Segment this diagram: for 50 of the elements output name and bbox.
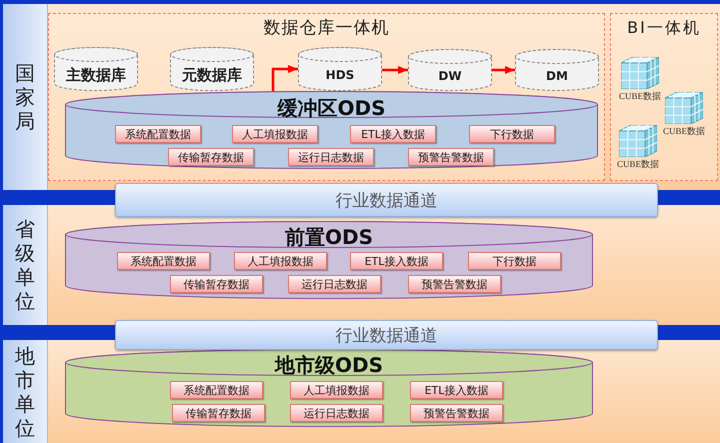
data-item-box: ETL接入数据 <box>350 125 436 143</box>
data-item-box: 传输暂存数据 <box>168 148 254 166</box>
group-title: 数据仓库一体机 <box>264 17 390 39</box>
group-box <box>610 13 718 181</box>
cube-icon <box>665 92 703 124</box>
ods-title: 前置ODS <box>285 226 373 248</box>
icon-caption: CUBE数据 <box>619 91 661 101</box>
data-item-box: 运行日志数据 <box>288 148 374 166</box>
icon-caption: CUBE数据 <box>617 159 659 169</box>
data-item-box: 下行数据 <box>469 125 555 143</box>
group-box <box>48 13 605 181</box>
channel-bar: 行业数据通道 <box>115 320 658 350</box>
data-item-box: 系统配置数据 <box>170 381 263 399</box>
data-item-box: ETL接入数据 <box>410 381 503 399</box>
ods-cylinder <box>65 91 598 169</box>
ods-title: 缓冲区ODS <box>278 97 386 119</box>
database-cylinder: DM <box>515 49 599 91</box>
ods-title: 地市级ODS <box>275 354 383 376</box>
layer-label: 国家局 <box>15 61 35 133</box>
database-cylinder: 主数据库 <box>54 47 138 91</box>
icon-caption: CUBE数据 <box>663 126 705 136</box>
data-item-box: 下行数据 <box>468 252 561 270</box>
data-item-box: 预警告警数据 <box>410 404 503 422</box>
data-item-box: 运行日志数据 <box>288 275 381 293</box>
data-item-box: 人工填报数据 <box>290 381 383 399</box>
database-cylinder: HDS <box>298 47 382 91</box>
layer-label: 省级单位 <box>15 217 35 313</box>
data-item-box: 人工填报数据 <box>234 252 327 270</box>
layer-label: 地市单位 <box>15 344 35 440</box>
data-item-box: ETL接入数据 <box>350 252 443 270</box>
layer-band <box>3 4 720 190</box>
ods-cylinder <box>65 349 593 427</box>
arrow <box>272 65 298 92</box>
data-item-box: 系统配置数据 <box>117 252 210 270</box>
data-item-box: 人工填报数据 <box>232 125 318 143</box>
data-item-box: 预警告警数据 <box>408 275 501 293</box>
database-cylinder: DW <box>408 49 492 91</box>
cube-icon <box>621 57 659 89</box>
arrow <box>382 66 408 74</box>
database-cylinder: 元数据库 <box>170 47 254 91</box>
arrow <box>492 66 515 74</box>
data-item-box: 运行日志数据 <box>290 404 383 422</box>
group-title: BI一体机 <box>627 17 701 39</box>
data-item-box: 预警告警数据 <box>408 148 494 166</box>
data-item-box: 系统配置数据 <box>115 125 201 143</box>
channel-bar: 行业数据通道 <box>115 183 658 217</box>
data-item-box: 传输暂存数据 <box>170 275 263 293</box>
ods-cylinder <box>65 221 593 299</box>
cube-icon <box>619 125 657 157</box>
data-item-box: 传输暂存数据 <box>172 404 265 422</box>
